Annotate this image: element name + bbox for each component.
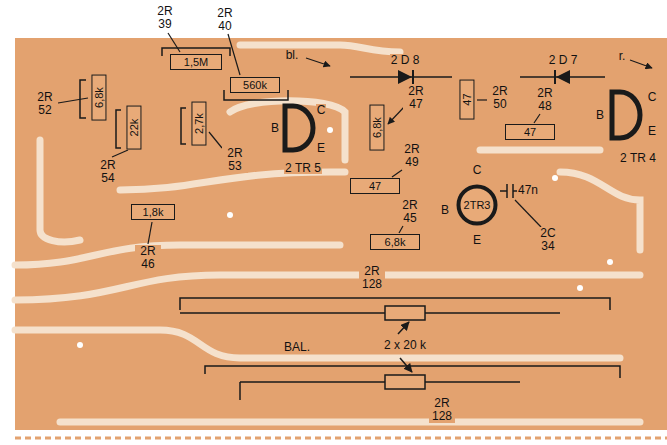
part-label: B — [595, 109, 605, 122]
part-label: 2R 54 — [95, 159, 121, 184]
transistor-pad: 2TR3 — [456, 184, 498, 226]
part-label: 2 TR 4 — [619, 152, 657, 165]
resistor-body: 6,8k — [369, 105, 384, 151]
part-label: 2R 49 — [399, 143, 425, 168]
resistor-body: 47 — [505, 124, 555, 139]
capacitor-symbol — [500, 184, 518, 198]
drill-holes — [77, 127, 613, 348]
resistor-body: 47 — [350, 178, 400, 193]
part-label: 2R 50 — [487, 85, 513, 110]
part-label: 2R 53 — [222, 147, 248, 172]
part-label: 2 x 20 k — [383, 339, 427, 352]
part-label: 2R 128 — [359, 265, 385, 290]
diode-symbol — [350, 70, 452, 84]
component-value: 47 — [461, 94, 473, 106]
diode-symbol — [520, 70, 605, 84]
transistor-symbol — [285, 106, 313, 150]
part-label: r. — [618, 50, 627, 63]
part-label: 2 TR 5 — [284, 162, 322, 175]
resistor-body: 1,5M — [170, 54, 222, 69]
transistor-symbol — [612, 92, 640, 138]
resistor-body: 22k — [126, 106, 141, 150]
part-label: E — [316, 142, 326, 155]
component-value: 6,8k — [385, 236, 406, 248]
part-label: bl. — [285, 49, 300, 62]
component-value: 1,8k — [143, 206, 164, 218]
part-label: 2R 45 — [397, 199, 423, 224]
potentiometer-symbol — [180, 298, 610, 334]
part-label: 2R 48 — [532, 87, 558, 112]
resistor-body: 47 — [459, 80, 474, 120]
leader-lines — [58, 33, 652, 244]
part-label: 2R 128 — [429, 397, 455, 422]
component-value: 1,5M — [184, 56, 208, 68]
part-label: 47n — [517, 184, 539, 197]
part-label: 2R 46 — [135, 245, 161, 270]
potentiometer-symbol — [205, 358, 620, 400]
part-label: 2R 47 — [403, 85, 429, 110]
part-label: 2R 52 — [32, 91, 58, 116]
resistor-body: 6,8k — [370, 234, 420, 249]
part-label: 2 D 8 — [390, 54, 421, 67]
part-label: C — [472, 164, 483, 177]
part-label: 2C 34 — [535, 227, 561, 252]
component-value: 47 — [524, 126, 536, 138]
resistor-body: 6,8k — [91, 75, 106, 121]
resistor-body: 2,7k — [191, 102, 206, 146]
part-label: B — [270, 122, 280, 135]
component-value: 47 — [369, 180, 381, 192]
copper-board — [15, 38, 667, 430]
part-label: E — [647, 125, 657, 138]
component-value: 2,7k — [193, 114, 205, 135]
isolation-traces — [15, 45, 640, 422]
component-value: 6,8k — [371, 118, 383, 139]
part-label: C — [647, 91, 658, 104]
component-value: 560k — [243, 79, 267, 91]
resistor-body: 1,8k — [131, 204, 175, 219]
outline-brackets — [80, 48, 288, 148]
component-value: 2TR3 — [464, 199, 491, 211]
component-value: 6,8k — [93, 88, 105, 109]
part-label: 2 D 7 — [548, 54, 579, 67]
part-label: B — [440, 204, 450, 217]
component-value: 22k — [128, 119, 140, 137]
part-label: 2R 39 — [152, 5, 178, 30]
part-label: E — [472, 234, 482, 247]
part-label: BAL. — [283, 341, 311, 354]
resistor-body: 560k — [230, 77, 280, 92]
board-edge — [15, 437, 667, 440]
part-label: C — [316, 104, 327, 117]
part-label: 2R 40 — [212, 7, 238, 32]
